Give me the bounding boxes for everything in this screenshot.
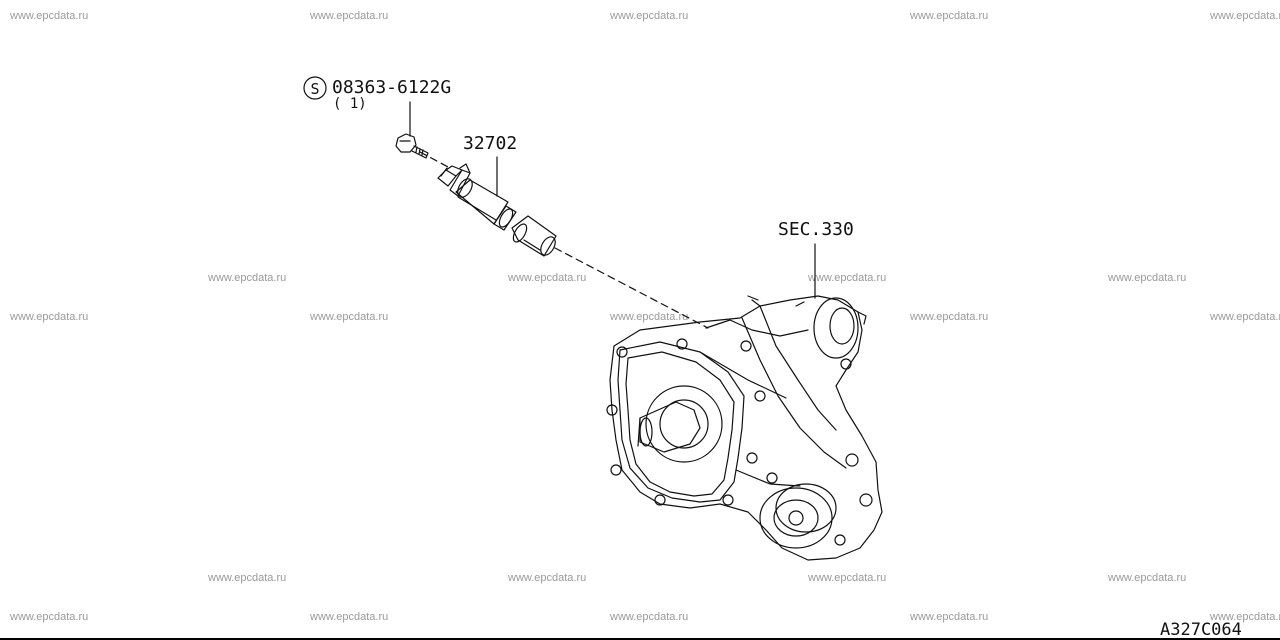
watermark: www.epcdata.ru (1210, 611, 1280, 623)
bolt-part-number: 08363-6122G (332, 77, 452, 98)
watermark: www.epcdata.ru (610, 10, 689, 22)
leader-lines (409, 101, 816, 299)
bolt-quantity: ( 1) (333, 96, 367, 112)
watermark: www.epcdata.ru (208, 272, 287, 284)
watermark: www.epcdata.ru (208, 572, 287, 584)
watermark: www.epcdata.ru (10, 10, 89, 22)
watermark: www.epcdata.ru (610, 611, 689, 623)
speed-sensor-icon (437, 163, 557, 257)
illustration-code: A327C064 (1160, 620, 1242, 640)
watermark: www.epcdata.ru (508, 272, 587, 284)
watermark: www.epcdata.ru (910, 311, 989, 323)
watermark: www.epcdata.ru (10, 311, 89, 323)
standard-part-symbol: S (303, 76, 327, 100)
watermark: www.epcdata.ru (808, 572, 887, 584)
watermark: www.epcdata.ru (910, 611, 989, 623)
watermark: www.epcdata.ru (508, 572, 587, 584)
watermark: www.epcdata.ru (610, 311, 689, 323)
watermark: www.epcdata.ru (10, 611, 89, 623)
standard-part-letter: S (310, 80, 319, 98)
alignment-dashed-line (419, 151, 709, 329)
bottom-border (0, 638, 1280, 640)
watermark: www.epcdata.ru (1210, 10, 1280, 22)
watermark: www.epcdata.ru (1108, 272, 1187, 284)
section-reference: SEC.330 (778, 219, 854, 240)
watermark: www.epcdata.ru (1210, 311, 1280, 323)
transfer-case-icon (606, 295, 883, 561)
sensor-part-number: 32702 (463, 133, 518, 154)
watermark: www.epcdata.ru (1108, 572, 1187, 584)
bolt-icon (395, 133, 429, 159)
watermark: www.epcdata.ru (310, 10, 389, 22)
watermark: www.epcdata.ru (310, 611, 389, 623)
watermark: www.epcdata.ru (808, 272, 887, 284)
watermark: www.epcdata.ru (910, 10, 989, 22)
watermark: www.epcdata.ru (310, 311, 389, 323)
